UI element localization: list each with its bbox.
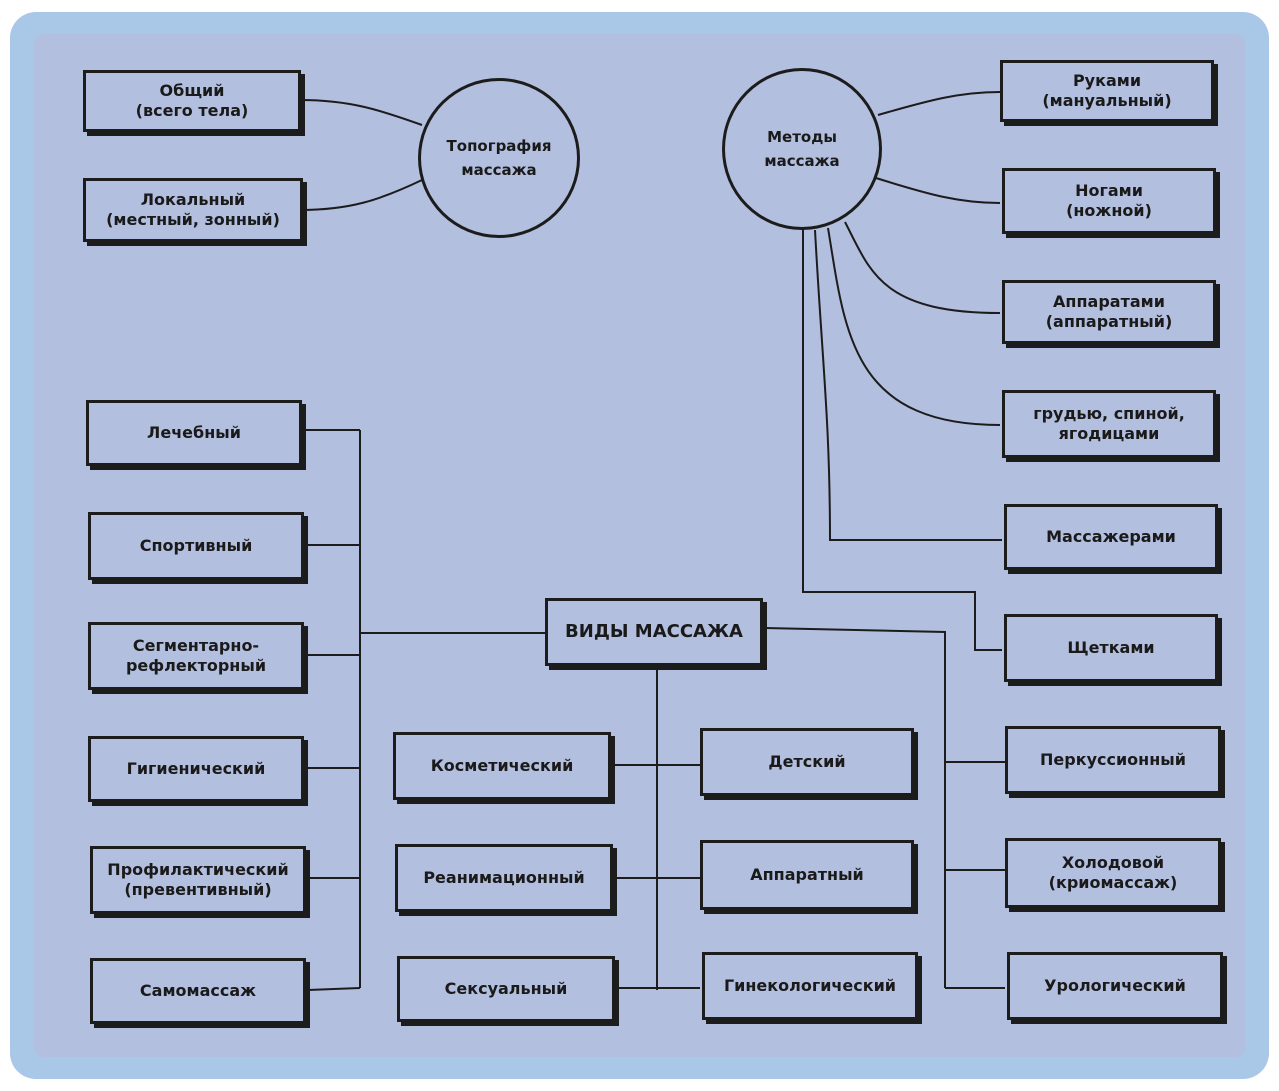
- left-type-therapeutic-box: Лечебный: [86, 400, 302, 466]
- middle-type-gynecological-label: Гинекологический: [723, 976, 897, 995]
- middle-type-children-label: Детский: [768, 752, 846, 771]
- left-type-therapeutic-label: Лечебный: [147, 423, 241, 442]
- right-type-urological-box: Урологический: [1007, 952, 1223, 1020]
- method-massagers-label: Массажерами: [1046, 527, 1176, 546]
- right-type-percussion-label: Перкуссионный: [1040, 750, 1186, 769]
- methods-title: Методы массажа: [764, 128, 840, 170]
- middle-type-sexual-box: Сексуальный: [397, 956, 615, 1022]
- middle-type-cosmetic-box: Косметический: [393, 732, 611, 800]
- left-type-sport-box: Спортивный: [88, 512, 304, 580]
- method-body-box: грудью, спиной, ягодицами: [1002, 390, 1216, 458]
- middle-type-hardware-label: Аппаратный: [750, 865, 864, 884]
- middle-type-gynecological-box: Гинекологический: [702, 952, 918, 1020]
- left-type-segmental-label: Сегментарно- рефлекторный: [125, 636, 267, 675]
- left-type-selfmassage-label: Самомассаж: [139, 981, 257, 1000]
- method-body-label: грудью, спиной, ягодицами: [1033, 404, 1185, 443]
- method-feet-box: Ногами (ножной): [1002, 168, 1216, 234]
- left-type-segmental-box: Сегментарно- рефлекторный: [88, 622, 304, 690]
- topography-general-box: Общий (всего тела): [83, 70, 301, 132]
- middle-type-cosmetic-label: Косметический: [430, 756, 574, 775]
- method-hands-box: Руками (мануальный): [1000, 60, 1214, 122]
- left-type-selfmassage-box: Самомассаж: [90, 958, 306, 1024]
- method-massagers-box: Массажерами: [1004, 504, 1218, 570]
- left-type-hygienic-label: Гигиенический: [126, 759, 266, 778]
- method-hands-label: Руками (мануальный): [1042, 71, 1172, 110]
- right-type-urological-label: Урологический: [1044, 976, 1186, 995]
- left-type-hygienic-box: Гигиенический: [88, 736, 304, 802]
- right-type-cryo-label: Холодовой (криомассаж): [1048, 853, 1178, 892]
- right-type-cryo-box: Холодовой (криомассаж): [1005, 838, 1221, 908]
- right-type-percussion-box: Перкуссионный: [1005, 726, 1221, 794]
- center-box: ВИДЫ МАССАЖА: [545, 598, 763, 666]
- left-type-preventive-box: Профилактический (превентивный): [90, 846, 306, 914]
- method-apparatus-label: Аппаратами (аппаратный): [1045, 292, 1173, 331]
- method-brushes-box: Щетками: [1004, 614, 1218, 682]
- methods-circle: Методы массажа: [722, 68, 882, 230]
- middle-type-reanimation-box: Реанимационный: [395, 844, 613, 912]
- topography-local-box: Локальный (местный, зонный): [83, 178, 303, 242]
- center-label: ВИДЫ МАССАЖА: [565, 620, 743, 642]
- left-type-preventive-label: Профилактический (превентивный): [107, 860, 289, 899]
- topography-circle: Топография массажа: [418, 78, 580, 238]
- left-type-sport-label: Спортивный: [139, 536, 253, 555]
- method-brushes-label: Щетками: [1067, 638, 1155, 657]
- middle-type-sexual-label: Сексуальный: [444, 979, 568, 998]
- topography-general-label: Общий (всего тела): [135, 81, 249, 120]
- middle-type-hardware-box: Аппаратный: [700, 840, 914, 910]
- topography-local-label: Локальный (местный, зонный): [106, 190, 280, 229]
- middle-type-children-box: Детский: [700, 728, 914, 796]
- middle-type-reanimation-label: Реанимационный: [423, 868, 585, 887]
- method-apparatus-box: Аппаратами (аппаратный): [1002, 280, 1216, 344]
- method-feet-label: Ногами (ножной): [1066, 181, 1152, 220]
- topography-title: Топография массажа: [446, 137, 552, 179]
